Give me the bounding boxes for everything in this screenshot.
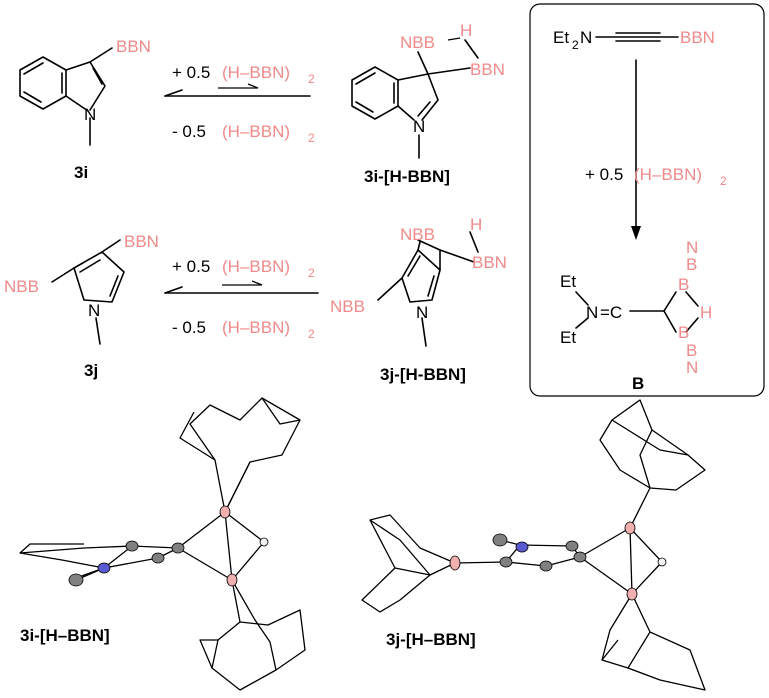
3i-hbbn-h: H [460,21,472,40]
row1-forward-reagent: (H–BBN) [222,63,290,82]
B-nitrogen: N [586,303,598,322]
3j-hbbn-ring-group: NBB [330,297,365,316]
3i-bbn-substituent: BBN [116,37,151,56]
B-bottom-b2: B [686,341,697,360]
row2-forward-subscript: 2 [308,266,315,280]
ynamine-reactant: Et 2 N BBN [553,28,715,52]
B-bottom-n: N [686,358,698,377]
3i-hbbn-nitrogen: N [413,117,425,136]
crystal-3i-label: 3i-[H–BBN] [20,626,110,645]
row1-reverse-coefficient: - 0.5 [172,122,206,141]
3i-nitrogen: N [84,105,96,124]
3j-nbb-group: NBB [4,277,39,296]
3j-hbbn-compound-label: 3j-[H-BBN] [380,365,466,384]
row1-forward-coefficient: + 0.5 [172,63,210,82]
ynamine-nitrogen: N [580,28,592,47]
3j-hbbn-nitrogen: N [416,303,428,322]
box-reagent-subscript: 2 [720,174,727,188]
3i-compound-label: 3i [74,163,88,182]
B-compound-label: B [632,374,644,393]
equilibrium-arrows-row1: + 0.5 (H–BBN) 2 - 0.5 (H–BBN) 2 [164,63,315,145]
crystal-structure-3i: 3i-[H–BBN] [19,397,306,691]
B-top-n: N [686,238,698,257]
B-top-b1: B [686,255,697,274]
row1-forward-subscript: 2 [308,72,315,86]
ynamine-et: Et [553,28,569,47]
box-reagent: (H–BBN) [634,165,702,184]
equilibrium-arrows-row2: + 0.5 (H–BBN) 2 - 0.5 (H–BBN) 2 [164,257,319,341]
box-reaction-arrow: + 0.5 (H–BBN) 2 [585,59,727,240]
ynamine-bbn: BBN [680,28,715,47]
row1-reverse-reagent: (H–BBN) [222,122,290,141]
row1-reverse-subscript: 2 [308,131,315,145]
B-top-b2: B [678,275,689,294]
ynamine-et-subscript: 2 [572,38,579,52]
row2-forward-reagent: (H–BBN) [222,257,290,276]
row2-reverse-coefficient: - 0.5 [172,318,206,337]
B-et-bottom: Et [560,328,576,347]
box-reagent-coefficient: + 0.5 [585,165,623,184]
3j-hbbn-left-group: NBB [400,225,435,244]
crystal-3j-label: 3j-[H–BBN] [386,630,476,649]
row2-forward-coefficient: + 0.5 [172,257,210,276]
3i-hbbn-compound-label: 3i-[H-BBN] [364,167,450,186]
compound-3j-hbbn-structure: NBB H BBN NBB N 3j-[H-BBN] [330,215,507,384]
3j-bbn-substituent: BBN [124,232,159,251]
compound-3j-structure: BBN NBB N 3j [4,232,159,380]
B-bridging-h: H [700,303,712,322]
3j-hbbn-h: H [470,215,482,234]
compound-3i-structure: BBN N 3i [19,37,151,182]
ynamine-reaction-box [529,3,765,397]
B-bottom-b1: B [678,323,689,342]
3i-hbbn-right-group: BBN [470,60,505,79]
row2-reverse-reagent: (H–BBN) [222,318,290,337]
B-et-top: Et [560,272,576,291]
crystal-structure-3j: 3j-[H–BBN] [361,399,706,691]
B-carbon: =C [600,303,622,322]
3j-compound-label: 3j [84,361,98,380]
compound-3i-hbbn-structure: NBB H BBN N 3i-[H-BBN] [351,21,505,186]
compound-B-structure: Et Et N =C N B B H B B N B [560,238,712,393]
3j-nitrogen: N [88,301,100,320]
row2-reverse-subscript: 2 [308,327,315,341]
3j-hbbn-right-group: BBN [472,253,507,272]
3i-hbbn-left-group: NBB [400,33,435,52]
